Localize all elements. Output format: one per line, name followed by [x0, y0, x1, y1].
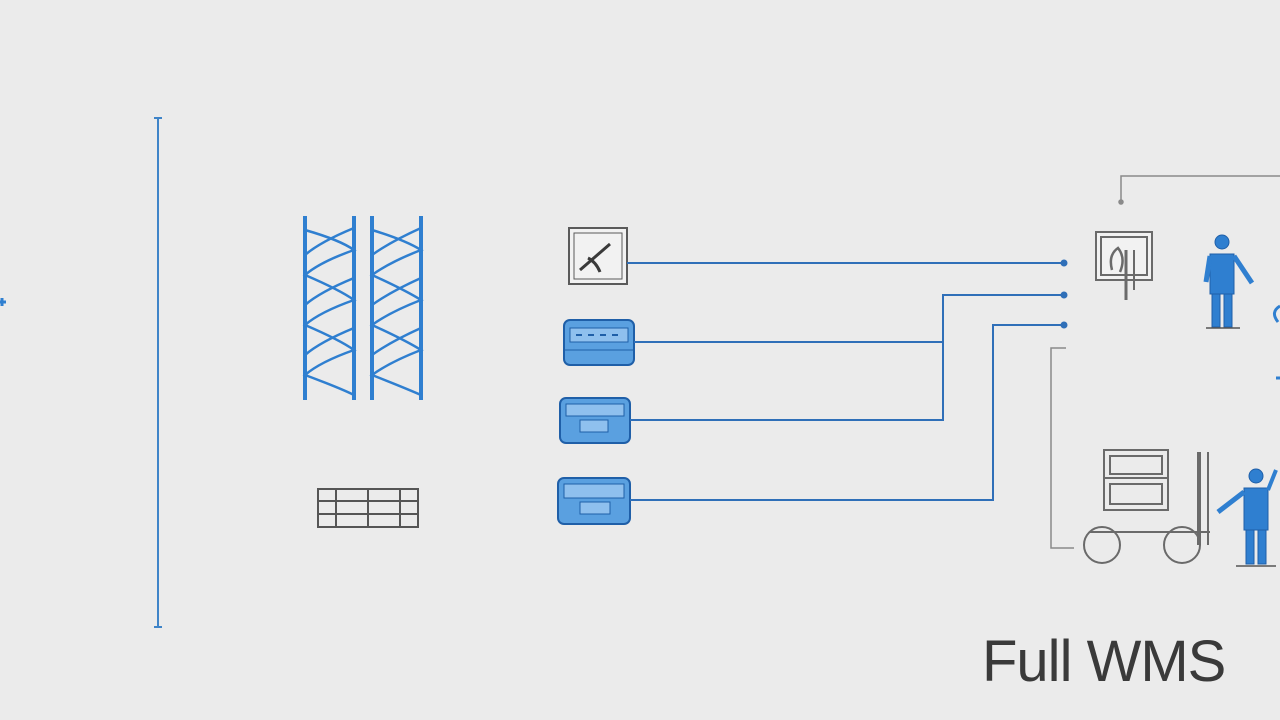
inventory-device-icon [557, 477, 631, 525]
left-edge-mark [0, 298, 6, 306]
right-edge-mark [1273, 304, 1280, 380]
diagram-caption: Full WMS [982, 629, 1226, 694]
forklift-icon [1083, 449, 1210, 564]
warehouse-worker-icon [1216, 468, 1278, 567]
barcode-scanner-icon [568, 227, 628, 285]
connector-lines [627, 259, 1068, 501]
terminal-icon [1095, 231, 1153, 300]
warehouse-worker-icon [1203, 234, 1255, 329]
inventory-device-icon [559, 397, 631, 444]
inventory-device-icon [563, 319, 635, 366]
vertical-divider [154, 117, 162, 628]
pallet-icon [317, 488, 419, 528]
gray-connector [1050, 175, 1280, 549]
warehouse-rack-icon [302, 216, 424, 400]
